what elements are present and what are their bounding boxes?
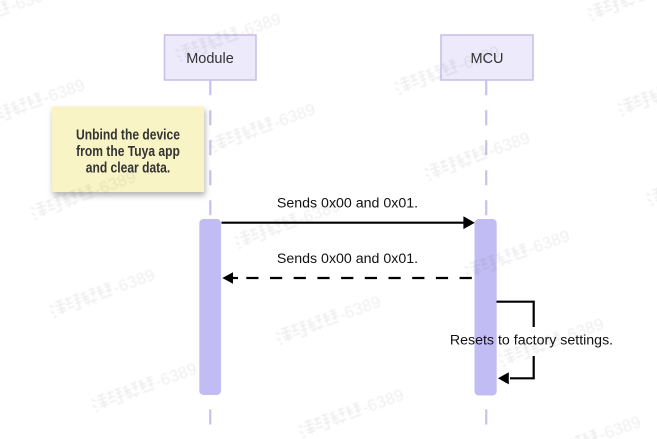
svg-text:Sends 0x00 and 0x01.: Sends 0x00 and 0x01. bbox=[277, 196, 418, 212]
svg-text:Unbind the device: Unbind the device bbox=[76, 126, 180, 143]
svg-text:and clear data.: and clear data. bbox=[86, 159, 171, 176]
svg-text:from the Tuya app: from the Tuya app bbox=[76, 143, 180, 160]
svg-text:Sends 0x00 and 0x01.: Sends 0x00 and 0x01. bbox=[277, 251, 418, 267]
svg-text:Module: Module bbox=[186, 51, 234, 67]
